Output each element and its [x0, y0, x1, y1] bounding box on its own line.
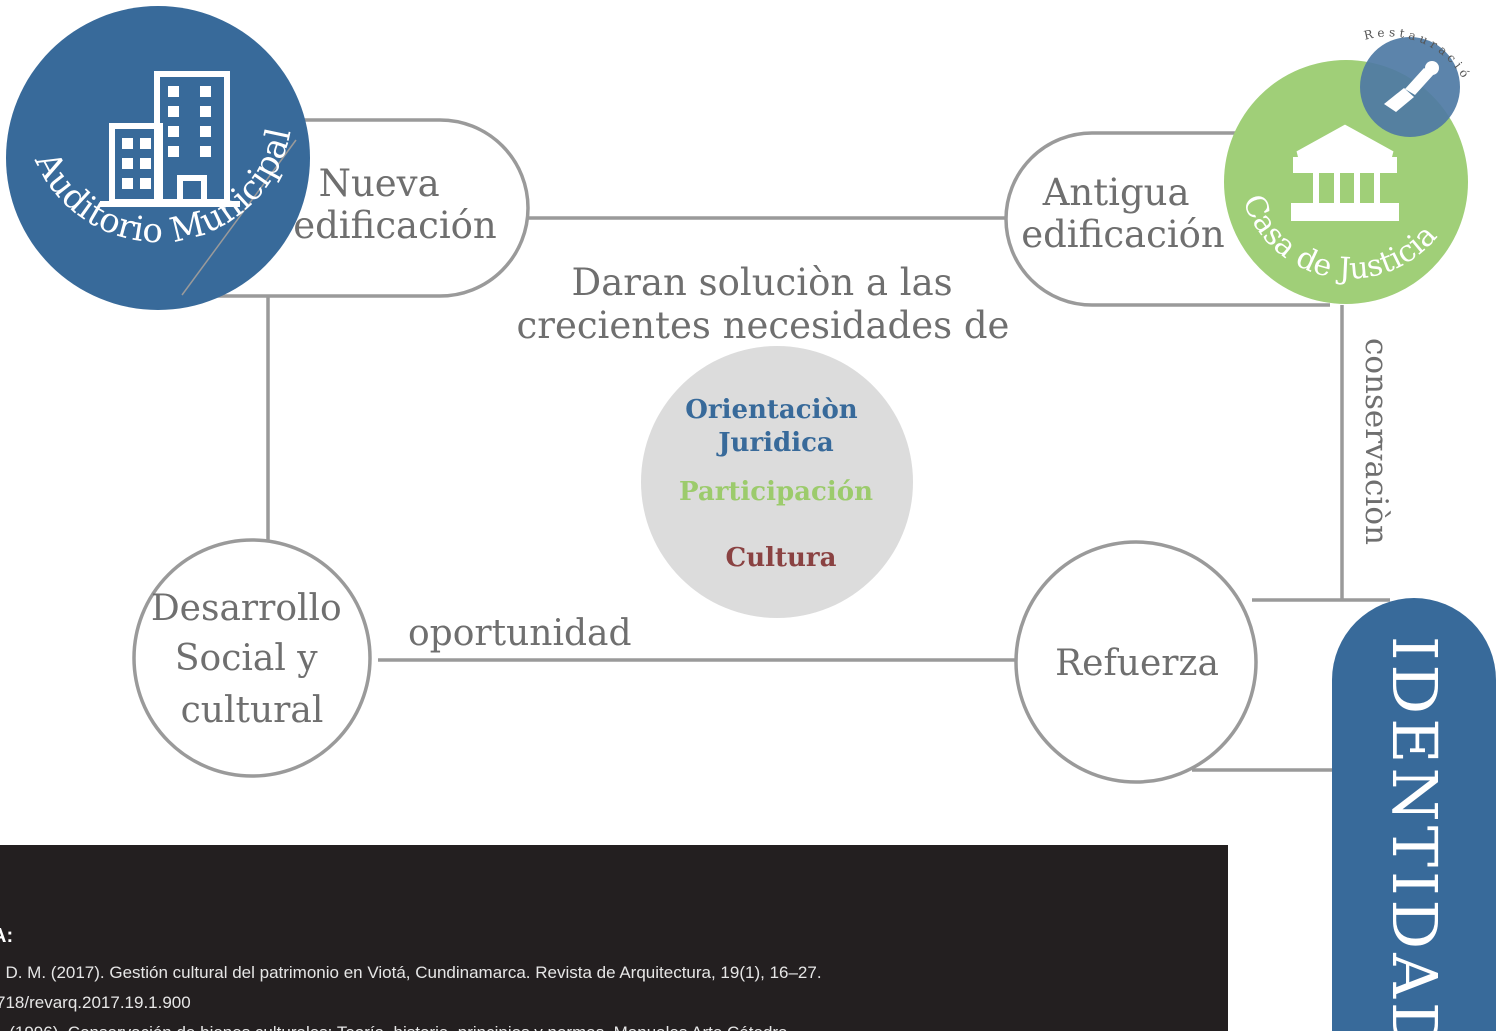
reference-line: l. (1996). Conservación de bienes cultur… [0, 1023, 792, 1031]
conservacion-label: conservaciòn [1358, 338, 1394, 545]
reference-line: 718/revarq.2017.19.1.900 [0, 993, 191, 1012]
refuerza-circle [1014, 540, 1258, 784]
refuerza-label: Refuerza [1055, 643, 1219, 684]
desarrollo-node: Desarrollo Social y cultural [132, 538, 372, 778]
need-orientacion-juridica: Orientaciòn Juridica [685, 395, 867, 458]
courthouse-icon [1291, 124, 1399, 221]
needs-circle-bg [641, 346, 913, 618]
auditorio-divider [181, 139, 297, 296]
connector-lines [266, 216, 1390, 772]
building-icon [100, 71, 240, 207]
desarrollo-label: Desarrollo Social y cultural [151, 588, 353, 731]
need-participacion: Participación [679, 477, 873, 507]
refuerza-node: Refuerza [1014, 540, 1258, 784]
nueva-edificacion-label: Nueva edificación [293, 162, 497, 247]
references-panel: A: , D. M. (2017). Gestión cultural del … [0, 845, 1228, 1031]
identidad-node: IDENTIDAD [1332, 598, 1496, 1031]
oportunidad-label: oportunidad [408, 613, 632, 654]
references-heading: A: [0, 925, 14, 947]
identidad-label: IDENTIDAD [1378, 636, 1451, 1031]
need-cultura: Cultura [726, 543, 837, 573]
needs-circle: Orientaciòn Juridica Participación Cultu… [641, 346, 913, 618]
center-heading: Daran soluciòn a las crecientes necesida… [517, 261, 1010, 347]
auditorio-node: Auditorio Municipal [6, 6, 310, 310]
reference-line: , D. M. (2017). Gestión cultural del pat… [0, 963, 822, 982]
desarrollo-circle [132, 538, 372, 778]
paintbrush-icon [1384, 61, 1439, 112]
identidad-shape [1332, 598, 1496, 1031]
antigua-edificacion-label: Antigua edificación [1021, 171, 1225, 256]
